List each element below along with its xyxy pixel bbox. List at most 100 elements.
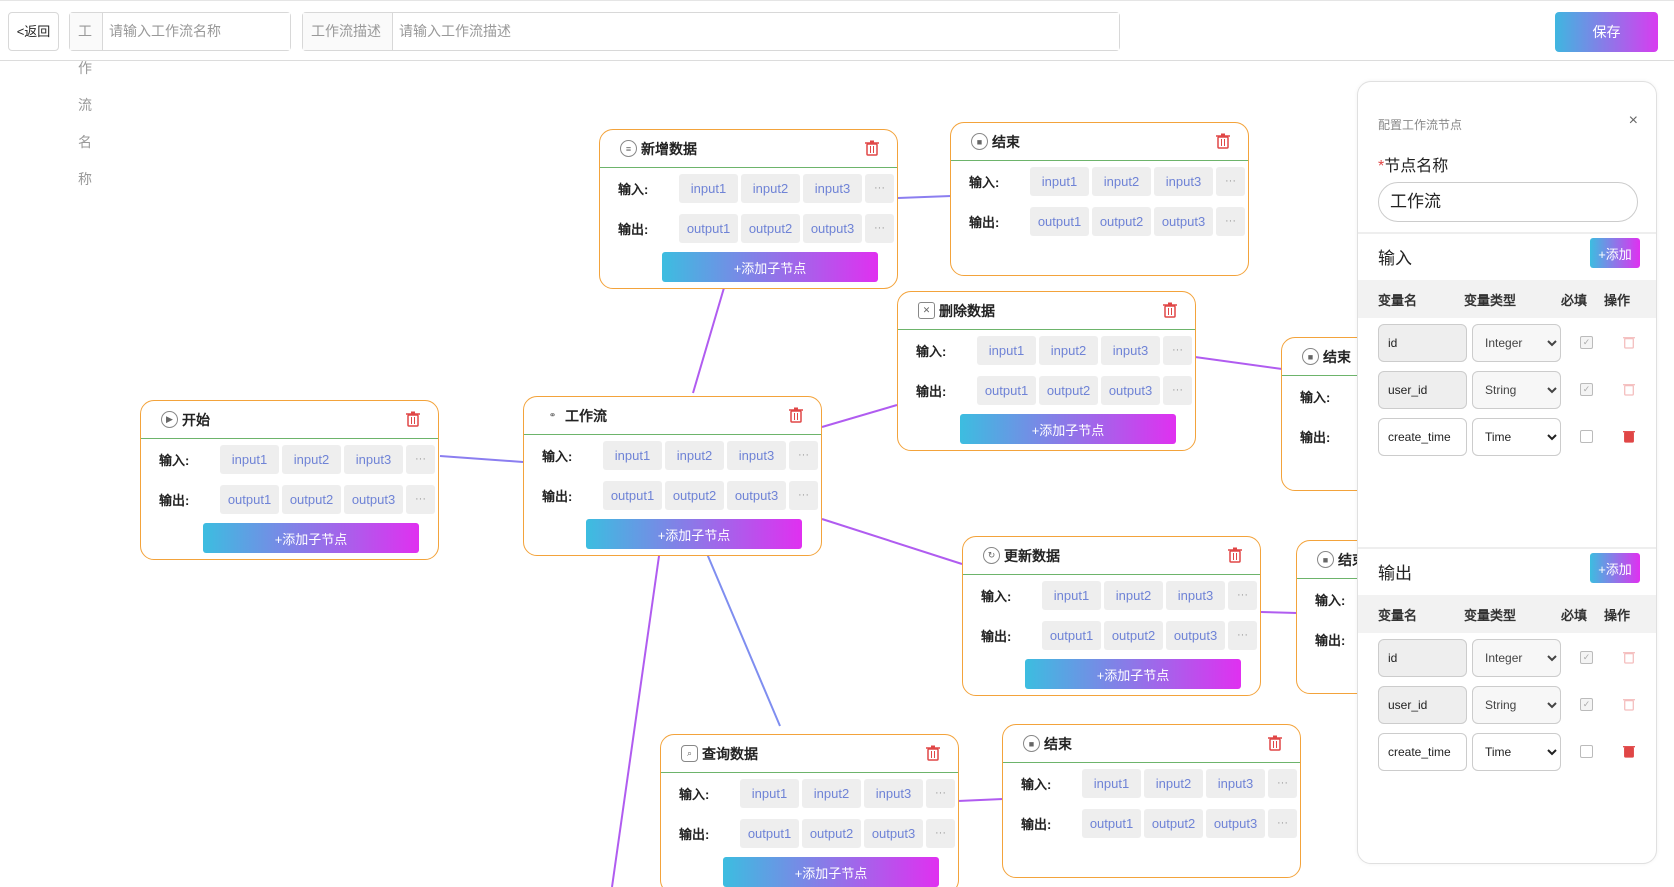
trash-icon[interactable] (406, 411, 420, 427)
add-child-button[interactable]: +添加子节点 (1025, 659, 1241, 689)
variable-name-input[interactable]: create_time (1378, 733, 1467, 771)
input-chip[interactable]: input3 (1154, 166, 1213, 196)
output-chip[interactable]: output1 (1042, 620, 1101, 650)
output-chip[interactable]: output2 (802, 818, 861, 848)
trash-icon[interactable] (1623, 744, 1635, 758)
input-chip[interactable]: input1 (1030, 166, 1089, 196)
workflow-canvas[interactable]: ▶ 开始 输入: input1 input2 input3 ··· 输出: ou… (0, 61, 1674, 887)
save-button[interactable]: 保存 (1555, 12, 1658, 52)
output-chip[interactable]: output2 (665, 480, 724, 510)
add-child-button[interactable]: +添加子节点 (662, 252, 878, 282)
input-chip[interactable]: input3 (344, 444, 403, 474)
trash-icon[interactable] (1163, 302, 1177, 318)
variable-type-select[interactable]: Time (1472, 733, 1561, 771)
trash-icon[interactable] (865, 140, 879, 156)
input-chip[interactable]: input2 (741, 173, 800, 203)
more-icon[interactable]: ··· (1216, 206, 1245, 236)
add-child-button[interactable]: +添加子节点 (203, 523, 419, 553)
output-chip[interactable]: output3 (1154, 206, 1213, 236)
output-chip[interactable]: output1 (603, 480, 662, 510)
add-child-button[interactable]: +添加子节点 (960, 414, 1176, 444)
add-child-button[interactable]: +添加子节点 (586, 519, 802, 549)
trash-icon[interactable] (926, 745, 940, 761)
more-icon[interactable]: ··· (789, 440, 818, 470)
more-icon[interactable]: ··· (1268, 808, 1297, 838)
input-chip[interactable]: input1 (977, 335, 1036, 365)
input-chip[interactable]: input2 (802, 778, 861, 808)
required-checkbox[interactable] (1580, 745, 1593, 758)
output-chip[interactable]: output1 (977, 375, 1036, 405)
output-chip[interactable]: output3 (1166, 620, 1225, 650)
trash-icon[interactable] (1228, 547, 1242, 563)
more-icon[interactable]: ··· (1163, 335, 1192, 365)
output-chip[interactable]: output2 (1039, 375, 1098, 405)
variable-name-input[interactable]: create_time (1378, 418, 1467, 456)
more-icon[interactable]: ··· (1228, 620, 1257, 650)
input-chip[interactable]: input2 (1039, 335, 1098, 365)
node-query-data[interactable]: ⌕ 查询数据 输入: input1 input2 input3 ··· 输出: … (660, 734, 959, 887)
input-chip[interactable]: input3 (864, 778, 923, 808)
more-icon[interactable]: ··· (1216, 166, 1245, 196)
close-icon[interactable]: × (1628, 112, 1638, 129)
more-icon[interactable]: ··· (1163, 375, 1192, 405)
input-chip[interactable]: input1 (1042, 580, 1101, 610)
node-end-top[interactable]: ■ 结束 输入: input1 input2 input3 ··· 输出: ou… (950, 122, 1249, 276)
input-chip[interactable]: input3 (727, 440, 786, 470)
back-button[interactable]: <返回 (8, 12, 59, 51)
more-icon[interactable]: ··· (1228, 580, 1257, 610)
node-start[interactable]: ▶ 开始 输入: input1 input2 input3 ··· 输出: ou… (140, 400, 439, 560)
add-input-button[interactable]: +添加 (1590, 238, 1640, 268)
required-checkbox[interactable] (1580, 430, 1593, 443)
input-chip[interactable]: input1 (679, 173, 738, 203)
input-chip[interactable]: input1 (1082, 768, 1141, 798)
output-chip[interactable]: output3 (344, 484, 403, 514)
output-chip[interactable]: output3 (1101, 375, 1160, 405)
input-chip[interactable]: input3 (1166, 580, 1225, 610)
input-chip[interactable]: input2 (1092, 166, 1151, 196)
more-icon[interactable]: ··· (1268, 768, 1297, 798)
output-chip[interactable]: output2 (282, 484, 341, 514)
input-chip[interactable]: input3 (1206, 768, 1265, 798)
output-chip[interactable]: output3 (864, 818, 923, 848)
output-chip[interactable]: output3 (727, 480, 786, 510)
input-chip[interactable]: input3 (803, 173, 862, 203)
node-name-input[interactable]: 工作流 (1378, 182, 1638, 222)
input-chip[interactable]: input1 (220, 444, 279, 474)
more-icon[interactable]: ··· (926, 778, 955, 808)
output-chip[interactable]: output3 (1206, 808, 1265, 838)
trash-icon[interactable] (1623, 429, 1635, 443)
node-workflow[interactable]: ⚭ 工作流 输入: input1 input2 input3 ··· 输出: o… (523, 396, 822, 556)
output-chip[interactable]: output2 (1104, 620, 1163, 650)
input-chip[interactable]: input2 (282, 444, 341, 474)
output-chip[interactable]: output2 (1092, 206, 1151, 236)
output-chip[interactable]: output1 (1082, 808, 1141, 838)
trash-icon[interactable] (1216, 133, 1230, 149)
node-update-data[interactable]: ↻ 更新数据 输入: input1 input2 input3 ··· 输出: … (962, 536, 1261, 696)
output-chip[interactable]: output1 (740, 818, 799, 848)
node-add-data[interactable]: ≡ 新增数据 输入: input1 input2 input3 ··· 输出: … (599, 129, 898, 289)
input-chip[interactable]: input2 (1104, 580, 1163, 610)
more-icon[interactable]: ··· (406, 484, 435, 514)
output-chip[interactable]: output1 (220, 484, 279, 514)
workflow-desc-input[interactable] (393, 13, 1119, 50)
trash-icon[interactable] (789, 407, 803, 423)
input-chip[interactable]: input1 (740, 778, 799, 808)
output-chip[interactable]: output3 (803, 213, 862, 243)
input-chip[interactable]: input2 (665, 440, 724, 470)
trash-icon[interactable] (1268, 735, 1282, 751)
node-delete-data[interactable]: ✕ 删除数据 输入: input1 input2 input3 ··· 输出: … (897, 291, 1196, 451)
output-chip[interactable]: output1 (1030, 206, 1089, 236)
more-icon[interactable]: ··· (406, 444, 435, 474)
more-icon[interactable]: ··· (865, 173, 894, 203)
input-chip[interactable]: input3 (1101, 335, 1160, 365)
add-child-button[interactable]: +添加子节点 (723, 857, 939, 887)
output-chip[interactable]: output2 (1144, 808, 1203, 838)
more-icon[interactable]: ··· (865, 213, 894, 243)
variable-type-select[interactable]: Time (1472, 418, 1561, 456)
output-chip[interactable]: output2 (741, 213, 800, 243)
add-output-button[interactable]: +添加 (1590, 553, 1640, 583)
node-end-query[interactable]: ■ 结束 输入: input1 input2 input3 ··· 输出: ou… (1002, 724, 1301, 878)
workflow-name-input[interactable] (103, 13, 290, 50)
input-chip[interactable]: input2 (1144, 768, 1203, 798)
more-icon[interactable]: ··· (789, 480, 818, 510)
